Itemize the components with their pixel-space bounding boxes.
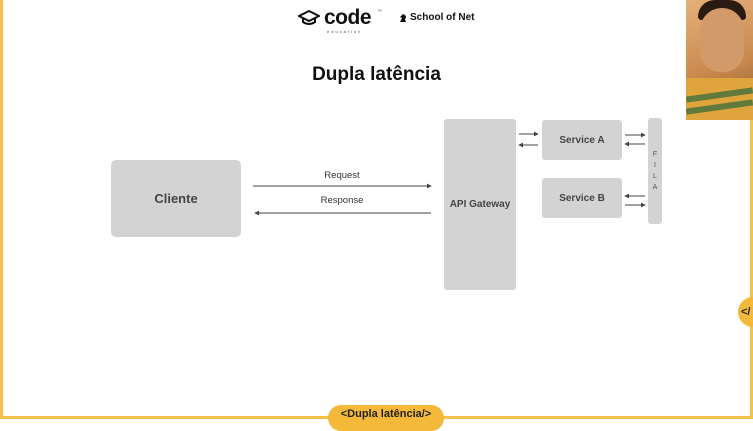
diagram-arrows	[253, 131, 646, 216]
frame-left-border	[0, 0, 3, 419]
response-label: Response	[320, 195, 364, 206]
fila-letter: I	[654, 161, 656, 169]
code-logo: code education ™	[298, 6, 383, 34]
trademark-mark: ™	[377, 8, 383, 15]
presenter-webcam	[686, 0, 753, 120]
service-a-label: Service A	[559, 134, 605, 146]
cliente-label: Cliente	[154, 191, 198, 206]
slide-title: Dupla latência	[312, 64, 441, 85]
service-a-box: Service A	[542, 120, 622, 160]
fila-letter: L	[653, 172, 657, 180]
fila-letter: F	[652, 150, 658, 158]
fila-letter: A	[652, 183, 658, 191]
service-b-box: Service B	[542, 178, 622, 218]
api-gateway-label: API Gateway	[449, 199, 511, 210]
school-of-net-text: School of Net	[410, 12, 475, 23]
code-logo-subtext: education	[327, 29, 363, 34]
webcam-face	[700, 8, 744, 72]
frame-right-border	[750, 120, 753, 419]
request-label: Request	[324, 170, 360, 181]
chess-knight-icon	[400, 13, 407, 22]
cliente-box: Cliente	[111, 160, 241, 237]
school-of-net-logo: School of Net	[398, 12, 474, 23]
code-side-badge: </	[738, 297, 753, 327]
api-gateway-box: API Gateway	[444, 119, 516, 290]
fila-queue-box: F I L A	[648, 118, 662, 224]
topic-bottom-badge: <Dupla latência/>	[328, 405, 444, 431]
service-b-label: Service B	[559, 192, 605, 204]
header-logos: code education ™ School of Net	[298, 6, 474, 34]
code-logo-text: code	[324, 6, 372, 29]
graduation-cap-icon	[298, 9, 320, 25]
